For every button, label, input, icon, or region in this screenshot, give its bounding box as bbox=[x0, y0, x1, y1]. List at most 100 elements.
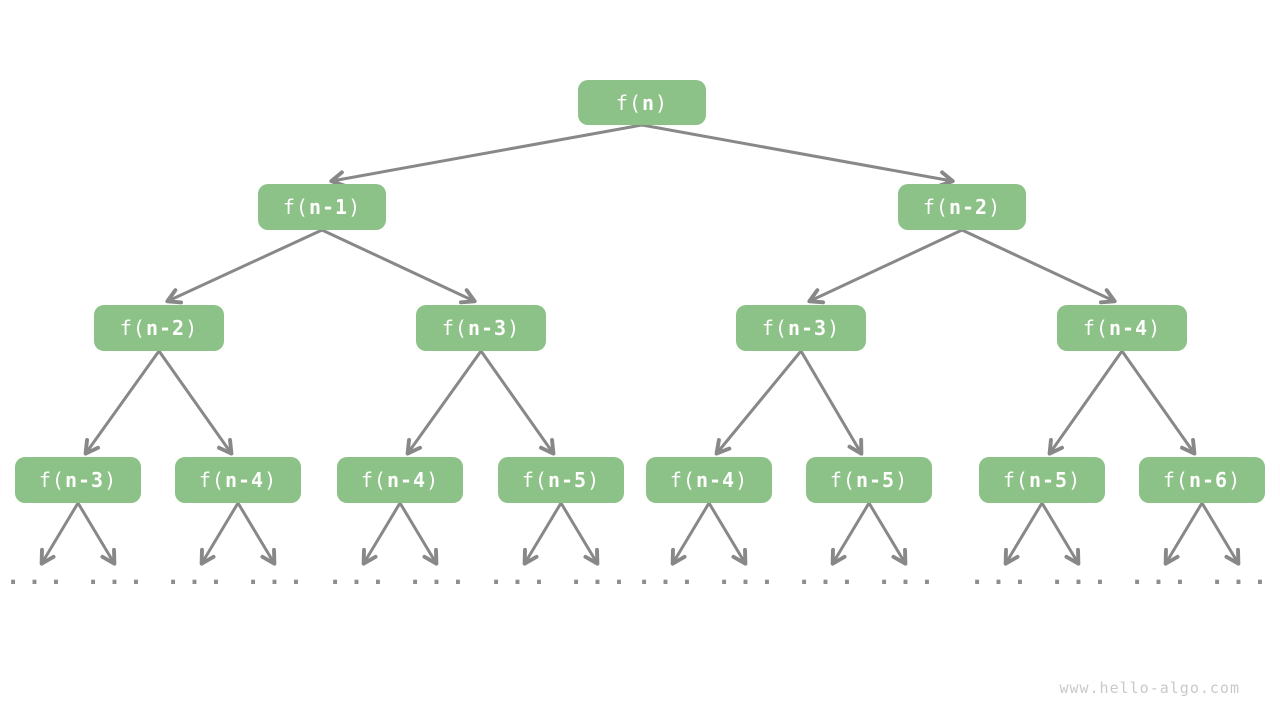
node-label-arg: n-5 bbox=[855, 468, 896, 492]
tree-edge bbox=[807, 228, 964, 305]
tree-node-l4-4: f(n-5) bbox=[498, 457, 624, 503]
tree-node-root: f(n) bbox=[578, 80, 706, 125]
ellipsis-leaf: ... bbox=[407, 562, 473, 590]
node-label-prefix: f( bbox=[615, 90, 642, 115]
tree-node-l4-6: f(n-5) bbox=[806, 457, 932, 503]
node-label-prefix: f( bbox=[761, 316, 788, 340]
node-label-prefix: f( bbox=[922, 195, 949, 219]
tree-edge bbox=[670, 501, 711, 566]
watermark: www.hello-algo.com bbox=[1059, 679, 1240, 697]
node-label-arg: n bbox=[642, 90, 656, 115]
node-label-arg: n-5 bbox=[1028, 468, 1069, 492]
tree-edge bbox=[559, 501, 600, 566]
ellipsis-leaf: ... bbox=[716, 562, 782, 590]
node-label-arg: n-3 bbox=[467, 316, 508, 340]
tree-node-l4-7: f(n-5) bbox=[979, 457, 1105, 503]
node-label-suffix: ) bbox=[348, 195, 362, 219]
tree-node-l4-8: f(n-6) bbox=[1139, 457, 1265, 503]
node-label-suffix: ) bbox=[1148, 316, 1162, 340]
node-label-suffix: ) bbox=[185, 316, 199, 340]
tree-edge bbox=[522, 501, 563, 566]
node-label-arg: n-3 bbox=[64, 468, 105, 492]
node-label-suffix: ) bbox=[827, 316, 841, 340]
node-label-suffix: ) bbox=[587, 468, 601, 492]
ellipsis-leaf: ... bbox=[1209, 562, 1275, 590]
tree-edge bbox=[830, 501, 871, 566]
tree-edge bbox=[960, 228, 1117, 305]
tree-edge bbox=[799, 349, 864, 456]
tree-node-l4-1: f(n-3) bbox=[15, 457, 141, 503]
node-label-prefix: f( bbox=[1082, 316, 1109, 340]
tree-edge bbox=[640, 123, 955, 188]
ellipsis-leaf: ... bbox=[969, 562, 1035, 590]
node-label-arg: n-4 bbox=[386, 468, 427, 492]
node-label-arg: n-1 bbox=[308, 195, 349, 219]
tree-edge bbox=[39, 501, 80, 566]
node-label-arg: n-2 bbox=[948, 195, 989, 219]
node-label-suffix: ) bbox=[895, 468, 909, 492]
node-label-prefix: f( bbox=[282, 195, 309, 219]
tree-edge bbox=[707, 501, 748, 566]
node-label-arg: n-6 bbox=[1188, 468, 1229, 492]
node-label-prefix: f( bbox=[360, 468, 387, 492]
tree-edge bbox=[236, 501, 277, 566]
ellipsis-leaf: ... bbox=[327, 562, 393, 590]
node-label-arg: n-4 bbox=[224, 468, 265, 492]
ellipsis-leaf: ... bbox=[488, 562, 554, 590]
ellipsis-leaf: ... bbox=[876, 562, 942, 590]
tree-node-l2-left: f(n-1) bbox=[258, 184, 386, 230]
tree-node-l3-2: f(n-3) bbox=[416, 305, 546, 351]
ellipsis-leaf: ... bbox=[568, 562, 634, 590]
node-label-arg: n-3 bbox=[787, 316, 828, 340]
node-label-prefix: f( bbox=[441, 316, 468, 340]
tree-node-l3-3: f(n-3) bbox=[736, 305, 866, 351]
node-label-suffix: ) bbox=[735, 468, 749, 492]
tree-edge bbox=[405, 349, 483, 456]
tree-edge bbox=[867, 501, 908, 566]
tree-edge bbox=[1200, 501, 1241, 566]
node-label-suffix: ) bbox=[507, 316, 521, 340]
tree-node-l4-5: f(n-4) bbox=[646, 457, 772, 503]
node-label-prefix: f( bbox=[829, 468, 856, 492]
node-label-prefix: f( bbox=[669, 468, 696, 492]
tree-edge bbox=[76, 501, 117, 566]
tree-edge bbox=[320, 228, 477, 305]
tree-node-l3-1: f(n-2) bbox=[94, 305, 224, 351]
tree-node-l4-2: f(n-4) bbox=[175, 457, 301, 503]
tree-edge bbox=[199, 501, 240, 566]
tree-node-l2-right: f(n-2) bbox=[898, 184, 1026, 230]
node-label-prefix: f( bbox=[198, 468, 225, 492]
node-label-arg: n-4 bbox=[695, 468, 736, 492]
node-label-prefix: f( bbox=[521, 468, 548, 492]
tree-edge bbox=[398, 501, 439, 566]
tree-edge bbox=[361, 501, 402, 566]
node-label-prefix: f( bbox=[119, 316, 146, 340]
ellipsis-leaf: ... bbox=[5, 562, 71, 590]
tree-edge bbox=[714, 349, 803, 456]
tree-node-l3-4: f(n-4) bbox=[1057, 305, 1187, 351]
ellipsis-leaf: ... bbox=[636, 562, 702, 590]
tree-edge bbox=[1047, 349, 1124, 456]
node-label-suffix: ) bbox=[1228, 468, 1242, 492]
node-label-arg: n-5 bbox=[547, 468, 588, 492]
tree-edge bbox=[157, 349, 234, 456]
node-label-suffix: ) bbox=[104, 468, 118, 492]
node-label-arg: n-4 bbox=[1108, 316, 1149, 340]
node-label-suffix: ) bbox=[264, 468, 278, 492]
tree-edge bbox=[329, 123, 644, 188]
tree-edge bbox=[479, 349, 556, 456]
tree-edge bbox=[83, 349, 161, 456]
tree-edge bbox=[165, 228, 324, 305]
node-label-prefix: f( bbox=[38, 468, 65, 492]
node-label-arg: n-2 bbox=[145, 316, 186, 340]
node-label-suffix: ) bbox=[655, 90, 669, 115]
ellipsis-leaf: ... bbox=[796, 562, 862, 590]
ellipsis-leaf: ... bbox=[1129, 562, 1195, 590]
tree-node-l4-3: f(n-4) bbox=[337, 457, 463, 503]
node-label-prefix: f( bbox=[1002, 468, 1029, 492]
node-label-suffix: ) bbox=[988, 195, 1002, 219]
ellipsis-leaf: ... bbox=[85, 562, 151, 590]
tree-edge bbox=[1040, 501, 1081, 566]
